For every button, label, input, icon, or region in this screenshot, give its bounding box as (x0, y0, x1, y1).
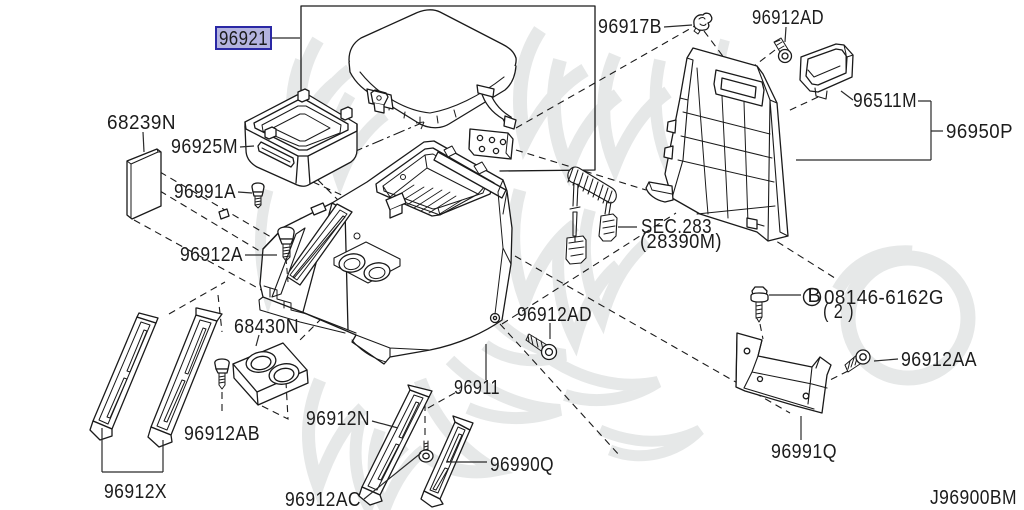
svg-text:96912A: 96912A (180, 244, 243, 266)
svg-text:96911: 96911 (454, 377, 500, 399)
svg-text:J96900BM: J96900BM (930, 487, 1017, 509)
svg-text:96912AA: 96912AA (901, 349, 977, 371)
svg-text:08146-6162G: 08146-6162G (824, 287, 944, 309)
svg-text:96925M: 96925M (171, 136, 238, 158)
svg-text:96991A: 96991A (174, 181, 236, 203)
svg-text:96912AD: 96912AD (517, 304, 592, 326)
svg-text:96950P: 96950P (946, 121, 1013, 143)
svg-text:96990Q: 96990Q (490, 454, 554, 476)
svg-text:96912AB: 96912AB (184, 423, 260, 445)
svg-text:96912X: 96912X (104, 481, 167, 503)
svg-text:96921: 96921 (219, 28, 268, 50)
svg-text:( 2 ): ( 2 ) (823, 301, 854, 323)
svg-text:96991Q: 96991Q (771, 441, 837, 463)
svg-text:68239N: 68239N (107, 112, 176, 134)
svg-text:(28390M): (28390M) (640, 231, 722, 253)
svg-text:96917B: 96917B (598, 16, 662, 38)
svg-text:96511M: 96511M (853, 90, 917, 112)
svg-text:B: B (808, 285, 822, 307)
svg-text:96912AD: 96912AD (752, 7, 824, 29)
svg-text:68430N: 68430N (234, 316, 299, 338)
svg-text:96912N: 96912N (306, 408, 370, 430)
svg-text:96912AC: 96912AC (285, 489, 361, 510)
svg-text:SEC.283: SEC.283 (641, 216, 712, 238)
